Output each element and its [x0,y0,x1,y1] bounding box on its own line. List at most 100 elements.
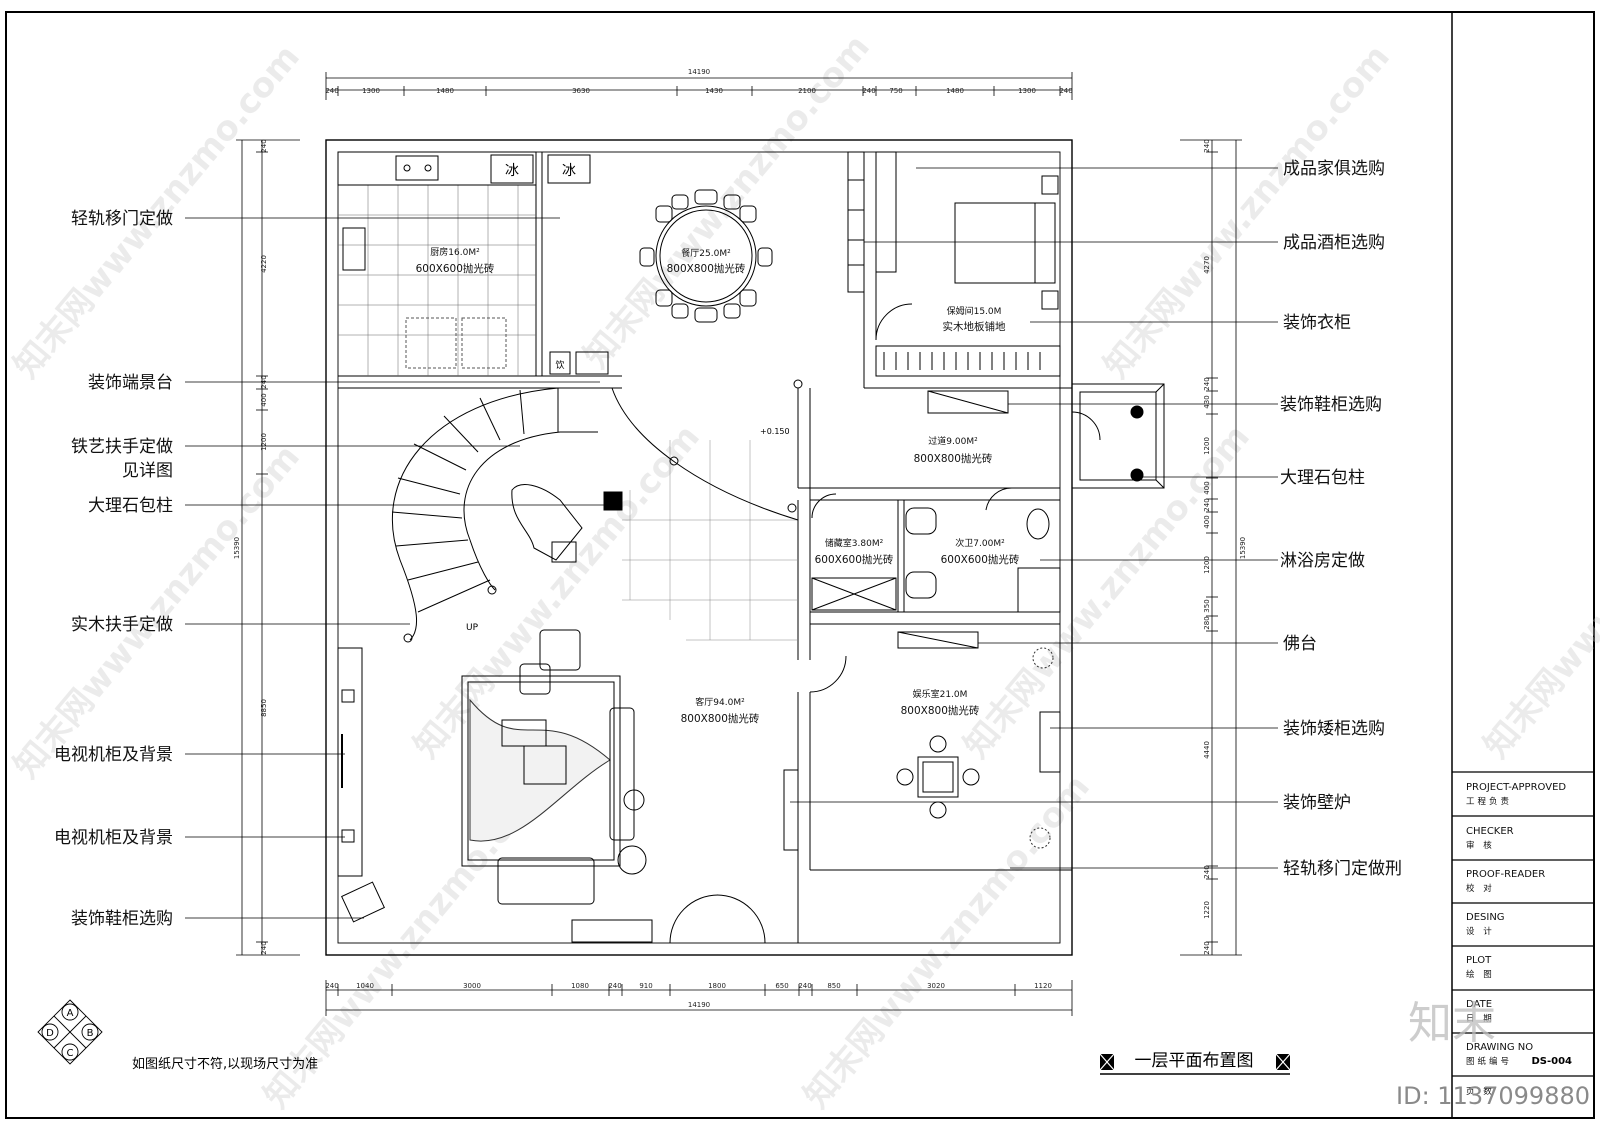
shoe-cabinet-entry [341,881,385,923]
level-mark: +0.150 [760,427,790,436]
drawing-title-marker [1099,1053,1291,1075]
logo-letter: C [67,1048,74,1059]
dimension-labels-right: 15390 240 4270 240 430 1200 400 240 400 … [1203,139,1247,954]
callout-label: 轻轨移门定做刑 [1283,859,1402,879]
altar-cross [897,631,979,649]
callout-label: 淋浴房定做 [1280,551,1365,571]
porch [1071,383,1165,489]
logo-letter: D [46,1028,54,1039]
room-name: 客厅94.0M² [695,696,745,708]
watermark: 知末网www.znzmo.com [956,417,1258,766]
watermarks: 知末网www.znzmo.com 知末网www.znzmo.com 知末网www… [6,27,1600,1116]
callout-label: 装饰鞋柜选购 [1280,395,1382,415]
drawing-title: 一层平面布置图 [1135,1051,1254,1071]
dim-label: 280 [1203,616,1211,629]
logo-letter: A [67,1008,74,1019]
dim-label: 240 [1203,377,1211,390]
dim-label: 1220 [1203,901,1211,919]
callout-label: 成品酒柜选购 [1283,233,1385,253]
room-floor: 800X800抛光砖 [901,704,980,717]
dim-label: 350 [1203,599,1211,612]
callout-label: 装饰壁炉 [1283,793,1351,813]
title-block: PROJECT-APPROVED 工程负责 CHECKER 审 核 PROOF-… [1466,782,1572,1097]
tb-field-en: DESING [1466,912,1505,923]
dim-label: 240 [608,982,621,990]
room-floor: 600X600抛光砖 [815,553,894,566]
dim-label: 400 [260,393,268,406]
dim-label: 1800 [708,982,726,990]
bathroom-fixtures [905,487,1061,613]
dim-label: 240 [325,87,338,95]
stair-up-label: UP [466,623,479,633]
dim-left-total: 15390 [233,537,241,559]
wardrobe [875,345,1061,377]
dim-top-total: 14190 [688,68,710,76]
dimensions-bottom [325,980,1073,1016]
room-name: 餐厅25.0M² [681,247,731,259]
dim-label: 650 [775,982,788,990]
dim-label: 1200 [1203,437,1211,455]
bed [954,175,1059,310]
storage-shelves [811,493,897,611]
room-name: 过道9.00M² [928,435,978,447]
dim-label: 430 [1203,395,1211,408]
room-name: 次卫7.00M² [955,537,1005,549]
tv-cabinet [337,647,363,877]
dim-label: 8850 [260,699,268,717]
dimension-labels-left: 15390 240 4220 240 400 1200 8850 240 [233,139,268,954]
callout-label: 实木扶手定做 [71,615,173,635]
floor-plan: 冰 冰 饮 [325,139,1165,956]
buddhist-altar [897,631,979,649]
dimensions-left [236,139,300,956]
water-dispenser [549,351,571,375]
dim-label: 1480 [436,87,454,95]
mahjong-table [896,735,980,819]
right-callouts: 成品家俱选购 成品酒柜选购 装饰衣柜 装饰鞋柜选购 大理石包柱 淋浴房定做 佛台… [1280,159,1402,879]
left-callout-leaders [185,217,606,919]
dispenser-label: 饮 [555,359,564,371]
tb-field-cn: 校 对 [1466,883,1495,894]
dim-label: 240 [1203,865,1211,878]
shoe-cabinet-cross [927,390,1009,414]
dim-label: 3020 [927,982,945,990]
fridge-label: 冰 [505,163,519,179]
room-floor: 600X600抛光砖 [416,262,495,275]
dim-bottom-total: 14190 [688,1001,710,1009]
living-floor-grid [622,440,798,641]
right-callout-leaders [790,167,1278,869]
callout-label: 装饰端景台 [88,373,173,393]
watermark: 知末网www.znzmo.com [1096,37,1398,386]
callout-label: 见详图 [122,461,173,481]
watermark: 知末网www.znzmo.com [406,417,708,766]
tb-field-cn: 日 期 [1466,1014,1495,1024]
tb-page-field: 页 数 [1466,1086,1495,1097]
tb-field-en: PROJECT-APPROVED [1466,782,1566,793]
room-floor: 800X800抛光砖 [681,712,760,725]
dim-label: 240 [260,139,268,152]
room-name: 储藏室3.80M² [825,537,884,549]
dim-label: 3630 [572,87,590,95]
marble-column [1130,468,1144,482]
image-id: ID: 1137099880 [1396,1082,1590,1110]
dimensions-right [1180,139,1242,956]
callout-label: 成品家俱选购 [1283,159,1385,179]
dim-label: 4220 [260,255,268,273]
callout-label: 大理石包柱 [1280,468,1365,488]
room-name: 厨房16.0M² [430,246,480,258]
dim-label: 1300 [1018,87,1036,95]
dim-label: 1200 [260,433,268,451]
dim-label: 850 [827,982,840,990]
dim-label: 1300 [362,87,380,95]
room-floor: 800X800抛光砖 [667,262,746,275]
room-name: 娱乐室21.0M [913,688,968,700]
callout-label: 佛台 [1283,634,1317,654]
marble-column [1130,405,1144,419]
drawing-number: DS-004 [1531,1056,1572,1067]
dim-label: 4270 [1203,256,1211,274]
left-callouts: 轻轨移门定做 装饰端景台 铁艺扶手定做 见详图 大理石包柱 实木扶手定做 电视机… [54,209,173,929]
dim-label: 4440 [1203,741,1211,759]
abcd-logo [37,999,103,1065]
tb-field-en: DATE [1466,999,1492,1010]
room-floor: 800X800抛光砖 [914,452,993,465]
